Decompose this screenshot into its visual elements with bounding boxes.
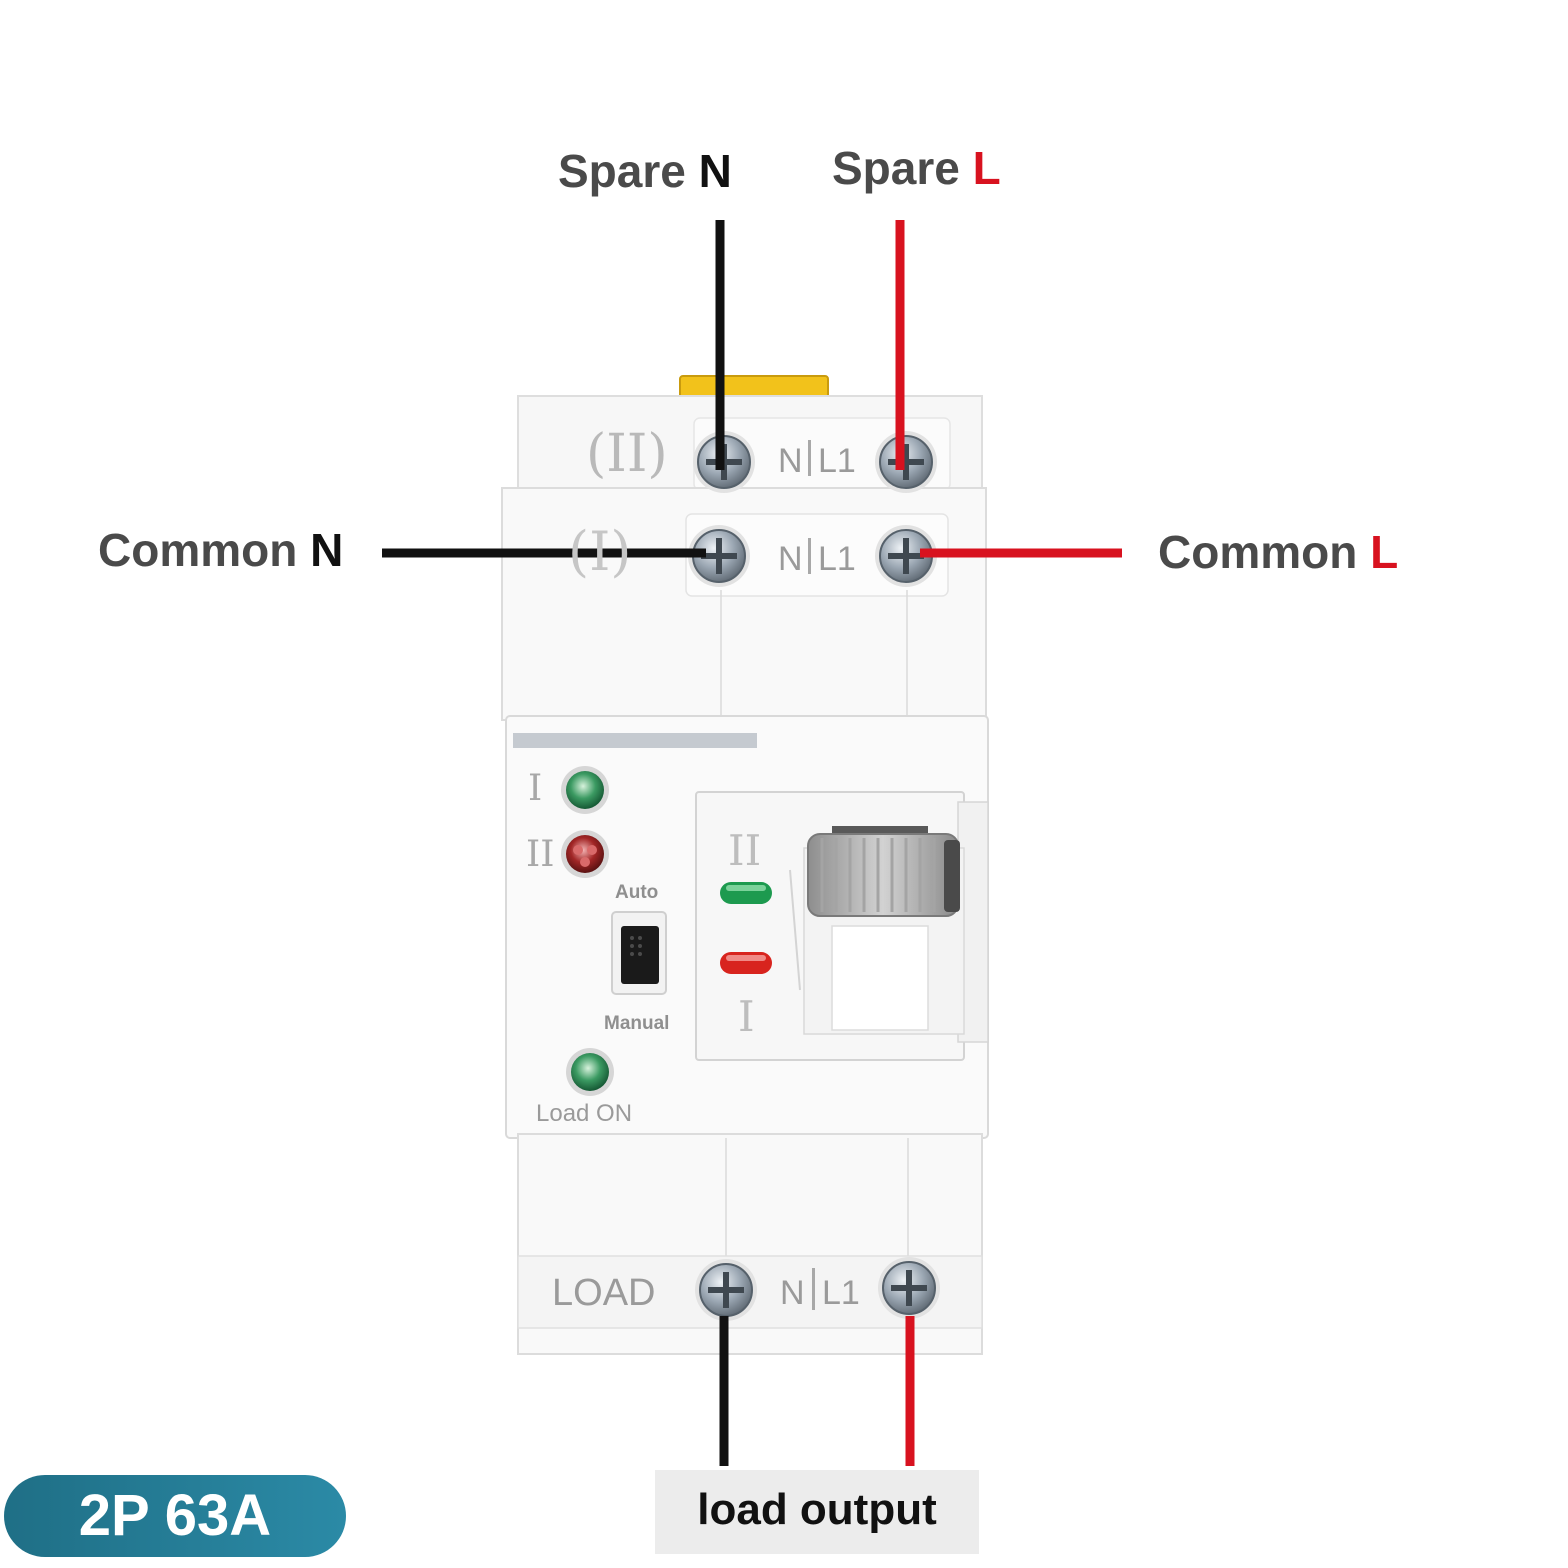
load-terminal-n-label: N [780, 1274, 805, 1312]
callout-spare-n-word: Spare [558, 145, 686, 197]
screw-top-l [875, 431, 937, 493]
handle-top-label: II [728, 826, 762, 875]
mid-terminal-n-label: N [778, 540, 803, 578]
callout-common-l: Common L [1158, 525, 1398, 579]
callout-common-l-word: Common [1158, 526, 1358, 578]
load-label: LOAD [552, 1272, 656, 1314]
callout-common-n: Common N [98, 523, 343, 577]
callout-common-n-phase: N [310, 524, 344, 576]
led-source-two [561, 830, 609, 878]
label-strip [513, 733, 757, 748]
rating-badge: 2P 63A [4, 1475, 346, 1557]
callout-spare-l: Spare L [832, 141, 1001, 195]
load-on-label: Load ON [536, 1100, 633, 1127]
callout-common-l-phase: L [1370, 526, 1399, 578]
screw-load-n [695, 1259, 757, 1321]
led-source-one [561, 766, 609, 814]
screw-mid-l [875, 525, 937, 587]
handle-knob [807, 826, 960, 917]
handle-bottom-label: I [738, 992, 755, 1041]
callout-spare-n: Spare N [558, 144, 732, 198]
led-load-on [566, 1048, 614, 1096]
mid-terminal-l-label: L1 [818, 540, 856, 578]
top-terminal-n-label: N [778, 442, 803, 480]
source-two-label: (II) [586, 424, 668, 484]
load-output-label: load output [655, 1470, 979, 1554]
screw-load-l [878, 1257, 940, 1319]
mode-manual-label: Manual [604, 1013, 670, 1034]
indicator-one-label: I [528, 768, 543, 809]
callout-spare-l-word: Spare [832, 142, 960, 194]
callout-spare-n-phase: N [698, 145, 732, 197]
callout-common-n-word: Common [98, 524, 298, 576]
callout-spare-l-phase: L [972, 142, 1001, 194]
load-terminal-l-label: L1 [822, 1274, 860, 1312]
mode-auto-label: Auto [615, 882, 659, 903]
source-one-label: (I) [568, 520, 632, 583]
top-terminal-l-label: L1 [818, 442, 856, 480]
indicator-two-label: II [526, 834, 555, 875]
